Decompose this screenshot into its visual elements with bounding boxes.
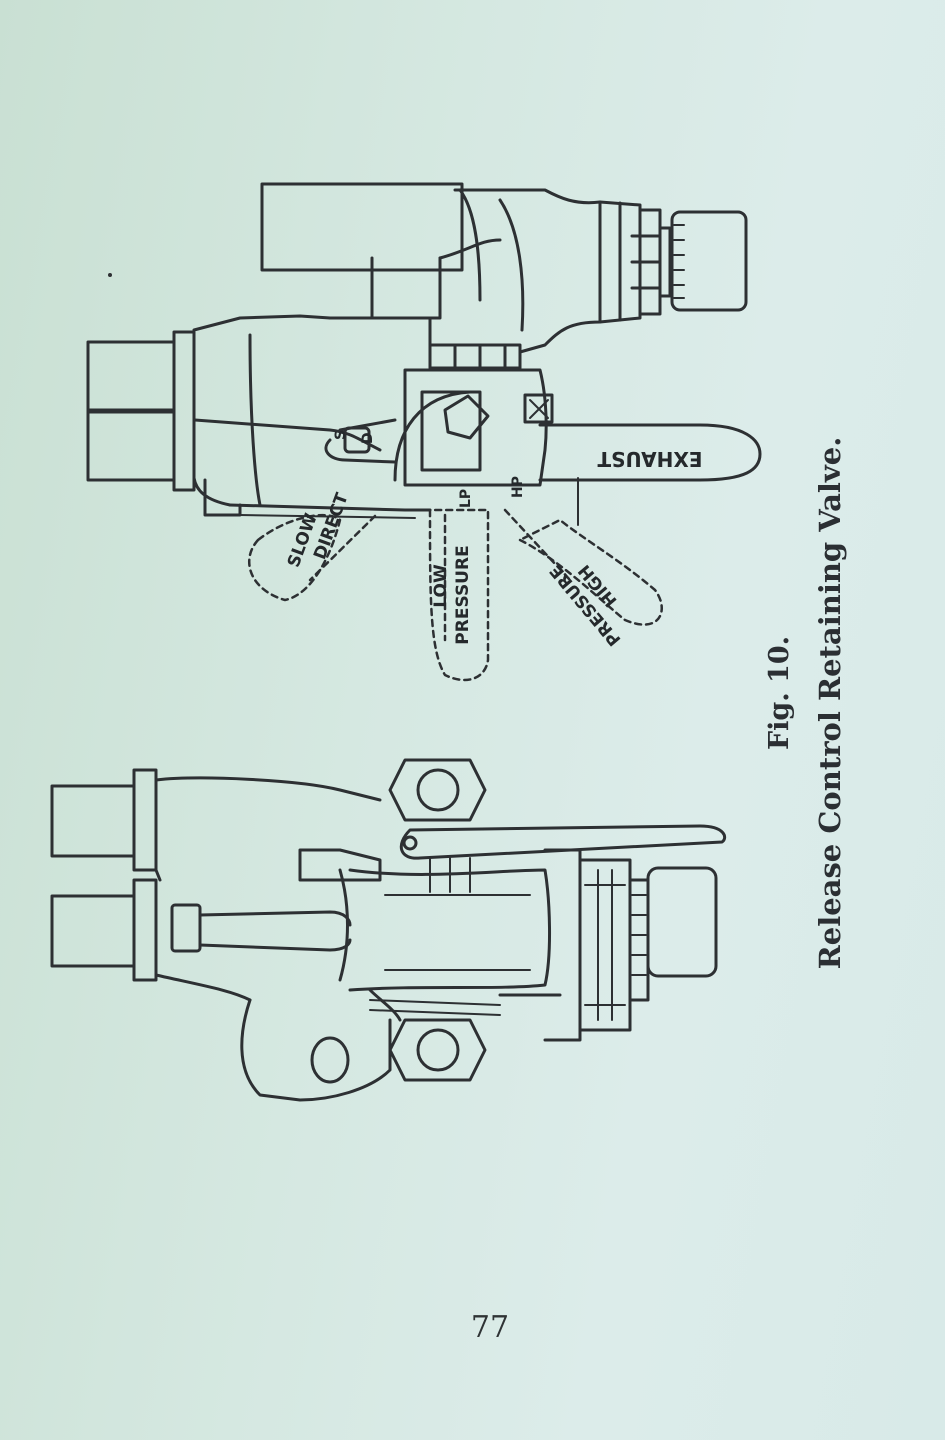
svg-text:HIGH PRESSURE: HIGH PRESSURE bbox=[546, 546, 642, 649]
handle-mark-lp: LP bbox=[458, 489, 474, 508]
label-low: LOW bbox=[431, 564, 451, 608]
label-low-pressure: PRESSURE bbox=[453, 545, 473, 644]
lever-label-exhaust: EXHAUST bbox=[597, 447, 702, 471]
svg-text:LOW PRESSURE: LOW PRESSURE bbox=[431, 545, 473, 644]
figure-title: Release Control Retaining Valve. bbox=[813, 436, 847, 970]
page-number: 77 bbox=[470, 1310, 510, 1345]
handle-mark-hp: HP bbox=[510, 476, 526, 498]
callouts bbox=[248, 508, 663, 682]
handle-mark-s: S bbox=[333, 430, 349, 440]
lower-valve-view bbox=[50, 758, 727, 1102]
handle-mark-d: D bbox=[360, 432, 376, 444]
upper-valve-view bbox=[86, 182, 762, 526]
figure-number: Fig. 10. bbox=[764, 635, 795, 751]
valve-labels: SLOW DIRECT LOW PRESSURE HIGH PRESSURE E… bbox=[284, 430, 703, 650]
svg-text:SLOW DIRECT: SLOW DIRECT bbox=[284, 483, 353, 578]
